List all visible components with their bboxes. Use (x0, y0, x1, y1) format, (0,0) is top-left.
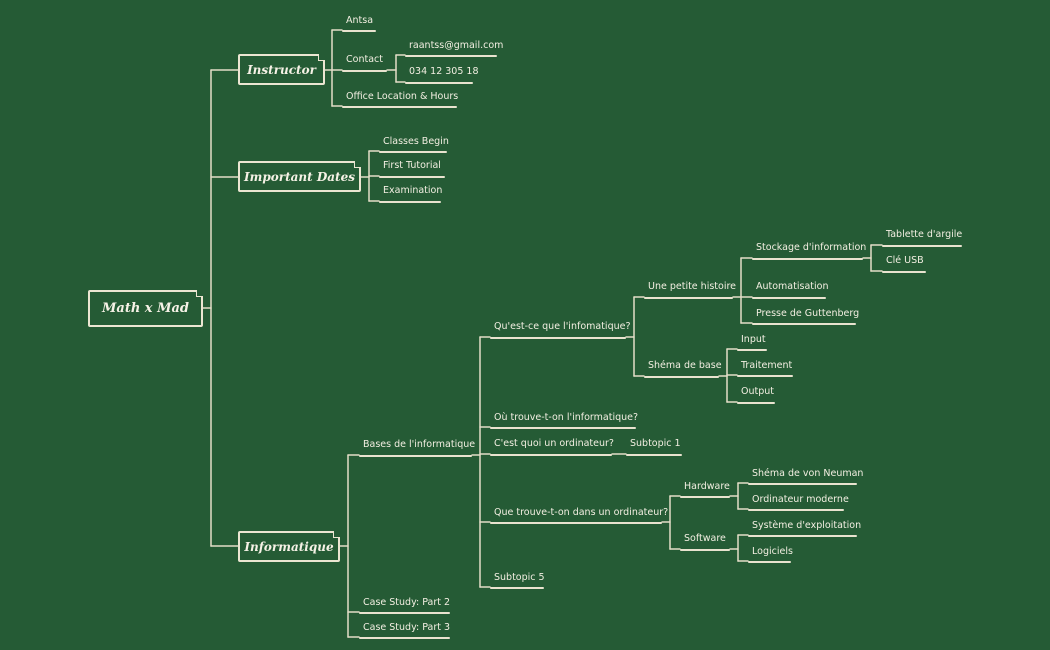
c-est-quoi-underline (490, 454, 612, 456)
case-study-3-underline (359, 637, 450, 639)
c-est-quoi-topic[interactable]: C'est quoi un ordinateur? (494, 438, 614, 449)
instructor-label: Instructor (247, 62, 316, 77)
root-label: Math x Mad (102, 301, 189, 316)
tablette-topic[interactable]: Tablette d'argile (886, 229, 963, 240)
traitement-underline (737, 375, 793, 377)
subtopic-1-underline (626, 454, 682, 456)
traitement-topic[interactable]: Traitement (741, 360, 793, 371)
subtopic-5-underline (490, 587, 544, 589)
qu-est-ce-underline (490, 337, 626, 339)
subtopic-5-topic[interactable]: Subtopic 5 (494, 572, 545, 583)
cle-usb-underline (882, 271, 926, 273)
automatisation-topic[interactable]: Automatisation (756, 281, 829, 292)
case-study-3-topic[interactable]: Case Study: Part 3 (363, 622, 451, 633)
case-study-2-topic[interactable]: Case Study: Part 2 (363, 597, 451, 608)
schema-base-underline (644, 376, 719, 378)
informatique-node[interactable]: Informatique (238, 531, 340, 562)
phone-topic[interactable]: 034 12 305 18 (409, 66, 479, 77)
ou-trouve-topic[interactable]: Où trouve-t-on l'informatique? (494, 412, 639, 423)
ou-trouve-underline (490, 427, 636, 429)
classes-begin-underline (379, 151, 447, 153)
antsa-topic[interactable]: Antsa (346, 15, 374, 26)
systeme-exploitation-underline (748, 535, 857, 537)
von-neuman-underline (748, 483, 857, 485)
petite-histoire-underline (644, 297, 733, 299)
classes-begin-topic[interactable]: Classes Begin (383, 136, 449, 147)
instructor-node[interactable]: Instructor (238, 54, 325, 85)
bases-informatique-topic[interactable]: Bases de l'informatique (363, 439, 476, 450)
bases-informatique-underline (359, 455, 472, 457)
office-underline (342, 106, 457, 108)
logiciels-underline (748, 561, 791, 563)
presse-underline (752, 323, 856, 325)
von-neuman-topic[interactable]: Shéma de von Neuman (752, 468, 864, 479)
important-dates-node[interactable]: Important Dates (238, 161, 361, 192)
contact-underline (342, 70, 387, 72)
stockage-underline (752, 258, 863, 260)
hardware-underline (680, 496, 730, 498)
email-underline (405, 55, 497, 57)
input-underline (737, 349, 767, 351)
examination-underline (379, 201, 441, 203)
cle-usb-topic[interactable]: Clé USB (886, 255, 924, 266)
automatisation-underline (752, 297, 826, 299)
que-trouve-underline (490, 522, 662, 524)
software-topic[interactable]: Software (684, 533, 726, 544)
tablette-underline (882, 245, 962, 247)
subtopic-1-topic[interactable]: Subtopic 1 (630, 438, 681, 449)
output-topic[interactable]: Output (741, 386, 774, 397)
output-underline (737, 402, 775, 404)
stockage-topic[interactable]: Stockage d'information (756, 242, 867, 253)
examination-topic[interactable]: Examination (383, 185, 443, 196)
first-tutorial-underline (379, 176, 445, 178)
email-topic[interactable]: raantss@gmail.com (409, 40, 504, 51)
first-tutorial-topic[interactable]: First Tutorial (383, 160, 441, 171)
logiciels-topic[interactable]: Logiciels (752, 546, 793, 557)
phone-underline (405, 82, 473, 84)
root-node[interactable]: Math x Mad (88, 290, 203, 327)
antsa-underline (342, 30, 376, 32)
presse-topic[interactable]: Presse de Guttenberg (756, 308, 860, 319)
ordinateur-moderne-underline (748, 509, 844, 511)
qu-est-ce-topic[interactable]: Qu'est-ce que l'infomatique? (494, 321, 631, 332)
office-topic[interactable]: Office Location & Hours (346, 91, 459, 102)
systeme-exploitation-topic[interactable]: Système d'exploitation (752, 520, 862, 531)
contact-topic[interactable]: Contact (346, 54, 383, 65)
informatique-label: Informatique (244, 539, 334, 554)
software-underline (680, 549, 730, 551)
input-topic[interactable]: Input (741, 334, 766, 345)
hardware-topic[interactable]: Hardware (684, 481, 730, 492)
important-dates-label: Important Dates (244, 169, 355, 184)
que-trouve-topic[interactable]: Que trouve-t-on dans un ordinateur? (494, 507, 669, 518)
petite-histoire-topic[interactable]: Une petite histoire (648, 281, 736, 292)
ordinateur-moderne-topic[interactable]: Ordinateur moderne (752, 494, 849, 505)
schema-base-topic[interactable]: Shéma de base (648, 360, 722, 371)
case-study-2-underline (359, 612, 450, 614)
